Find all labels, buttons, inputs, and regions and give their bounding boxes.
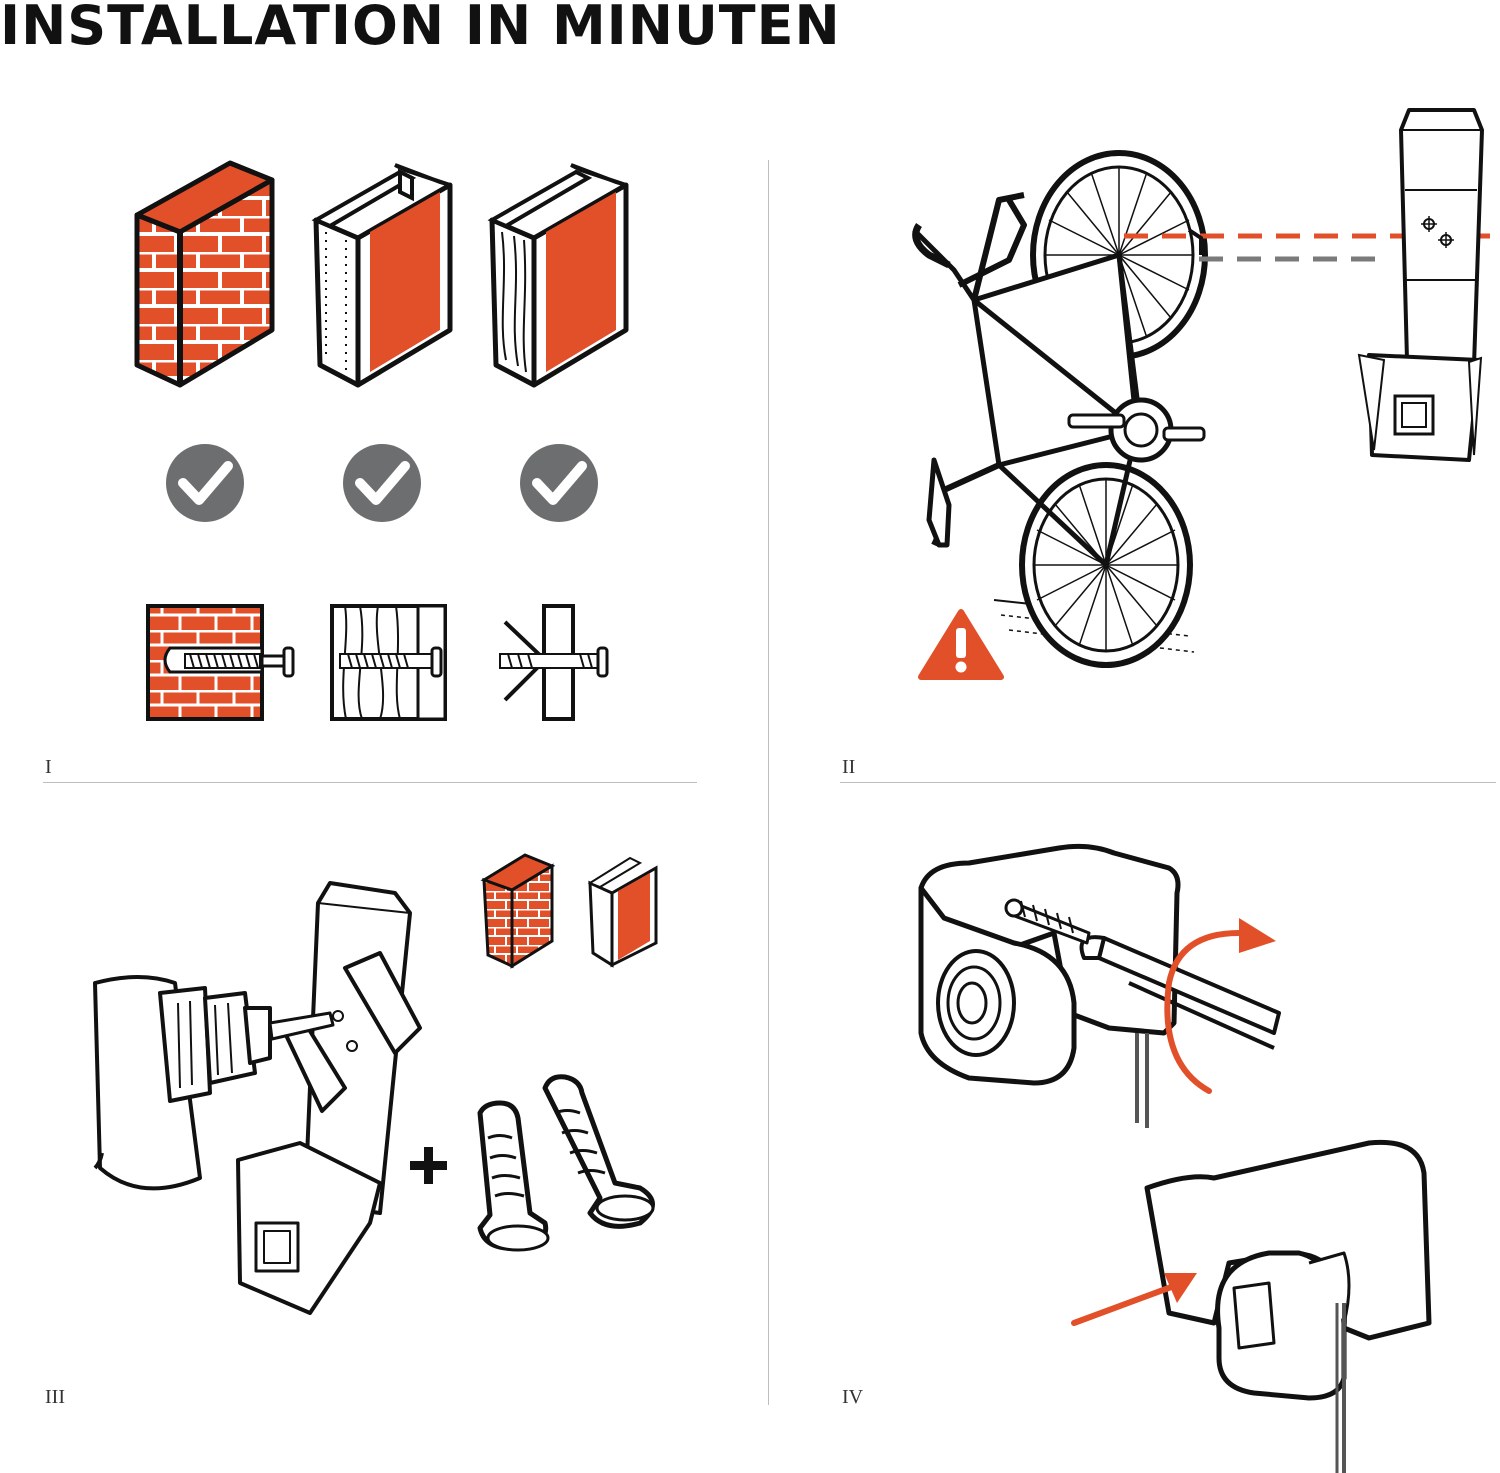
brick-wall-icon [480,853,556,969]
wall-plug-icon [477,1100,550,1252]
wall-plug-icon [330,604,447,721]
rotation-arrow-icon [1164,918,1276,1094]
panel-bike-mounting: II [769,0,1500,782]
vertical-divider [768,160,769,1405]
drywall-icon [311,163,453,388]
warning-icon [918,609,1004,680]
wood-panel-icon [487,163,629,388]
wall-types-illustration [134,160,629,721]
panel-number: III [45,1386,65,1408]
mounting-template-icon [236,881,422,1315]
attach-holder-illustration [918,843,1432,1473]
wall-plug-icon [146,604,295,721]
page-title: INSTALLATION IN MINUTEN [0,0,841,57]
drywall-icon [587,856,658,968]
panel-number: IV [842,1386,864,1408]
insert-arrow-icon [1071,1273,1197,1326]
drilling-illustration [93,853,658,1315]
plus-icon [410,1147,447,1184]
mounting-template-icon [1357,108,1484,462]
wall-plug-icon [499,604,609,721]
panel-attach-holder: IV [769,783,1500,1473]
panel-number: I [45,756,52,778]
wall-plug-icon [542,1074,655,1229]
horizontal-divider-right [840,782,1496,783]
checkmark-icon [520,444,598,522]
panel-wall-types: I [0,0,768,782]
bike-holder-icon [918,843,1181,1086]
drill-icon [93,975,335,1191]
checkmark-icon [343,444,421,522]
checkmark-icon [166,444,244,522]
panel-drilling: III [0,783,768,1473]
bike-frame-icon [912,192,1144,568]
horizontal-divider-left [43,782,697,783]
chainring-icon [1067,397,1206,463]
bike-mounting-illustration [912,108,1491,680]
screwdriver-icon [1004,898,1281,1128]
brick-wall-icon [134,160,275,388]
bike-holder-icon [1144,1139,1432,1473]
panel-number: II [842,756,856,778]
